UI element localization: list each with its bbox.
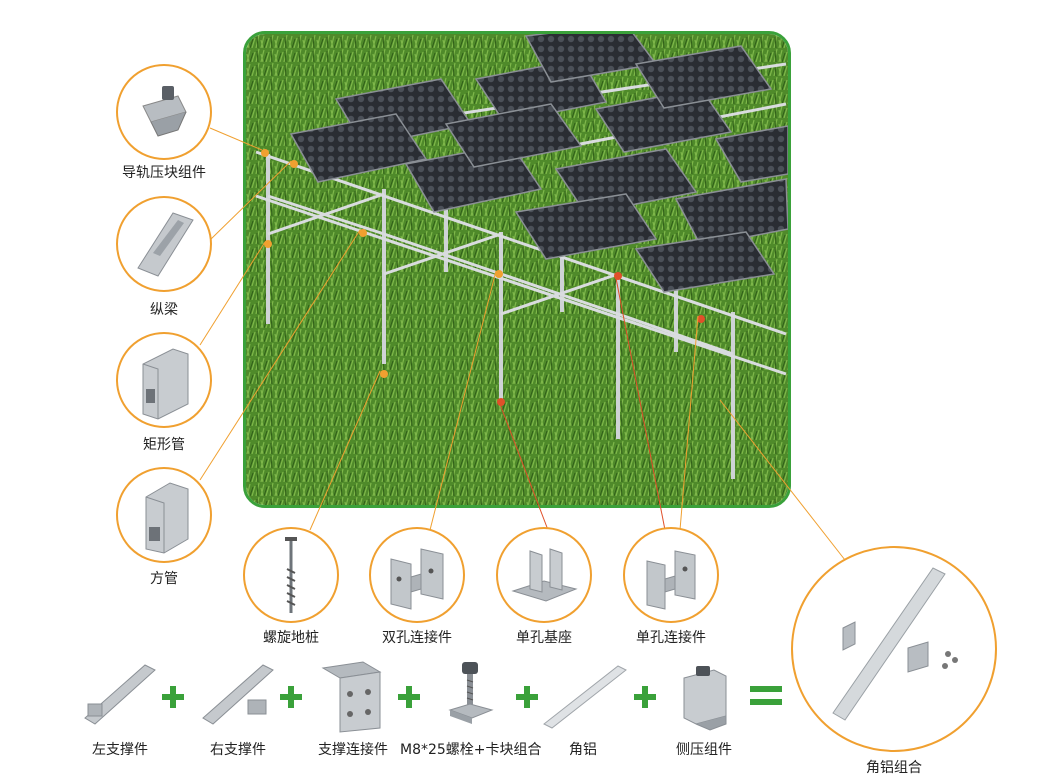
rail-clamp-circle <box>116 64 212 160</box>
bolt-block-part <box>440 658 500 734</box>
single-hole-connector-circle <box>623 527 719 623</box>
plus-icon <box>634 686 656 708</box>
plus-icon <box>280 686 302 708</box>
component-label: 导轨压块组件 <box>122 165 206 181</box>
support-connector-part <box>318 658 388 734</box>
plus-icon <box>162 686 184 708</box>
pv-structure-photo <box>243 31 791 508</box>
component-label: 纵梁 <box>150 302 178 318</box>
square-tube-circle <box>116 467 212 563</box>
result-label: 角铝组合 <box>866 760 922 776</box>
plus-icon <box>398 686 420 708</box>
component-label: 单孔连接件 <box>636 630 706 646</box>
single-hole-base-icon <box>511 548 578 602</box>
rectangular-tube-icon <box>142 348 189 420</box>
rectangular-tube-circle <box>116 332 212 428</box>
side-clamp-icon <box>683 666 727 731</box>
part-label: 左支撑件 <box>92 742 148 758</box>
square-tube-icon <box>145 482 189 554</box>
right-support-icon <box>202 664 274 725</box>
component-label: 螺旋地桩 <box>263 630 319 646</box>
side-clamp-part <box>674 658 734 734</box>
component-label: 双孔连接件 <box>382 630 452 646</box>
single-hole-connector-icon <box>646 550 696 610</box>
part-label: M8*25螺栓+卡块组合 <box>400 742 542 758</box>
part-label: 右支撑件 <box>210 742 266 758</box>
component-label: 方管 <box>150 571 178 587</box>
left-support-icon <box>84 664 156 725</box>
angle-aluminum-assembly-circle <box>791 546 997 752</box>
angle-aluminum-part <box>540 660 630 732</box>
part-label: 侧压组件 <box>676 742 732 758</box>
double-hole-connector-icon <box>390 548 444 610</box>
angle-aluminum-assembly-icon <box>832 567 958 721</box>
plus-icon <box>516 686 538 708</box>
support-connector-icon <box>321 661 382 733</box>
ground-screw-circle <box>243 527 339 623</box>
left-support-part <box>80 660 160 730</box>
ground-screw-icon <box>285 537 297 613</box>
component-label: 单孔基座 <box>516 630 572 646</box>
longitudinal-beam-icon <box>137 212 194 277</box>
rail-clamp-icon <box>142 86 187 137</box>
component-label: 矩形管 <box>143 437 185 453</box>
bolt-block-icon <box>448 662 494 724</box>
part-label: 角铝 <box>569 742 597 758</box>
single-hole-base-circle <box>496 527 592 623</box>
double-hole-connector-circle <box>369 527 465 623</box>
longitudinal-beam-circle <box>116 196 212 292</box>
right-support-part <box>198 660 278 730</box>
part-label: 支撑连接件 <box>318 742 388 758</box>
angle-aluminum-icon <box>543 665 627 729</box>
equals-icon <box>750 686 782 706</box>
